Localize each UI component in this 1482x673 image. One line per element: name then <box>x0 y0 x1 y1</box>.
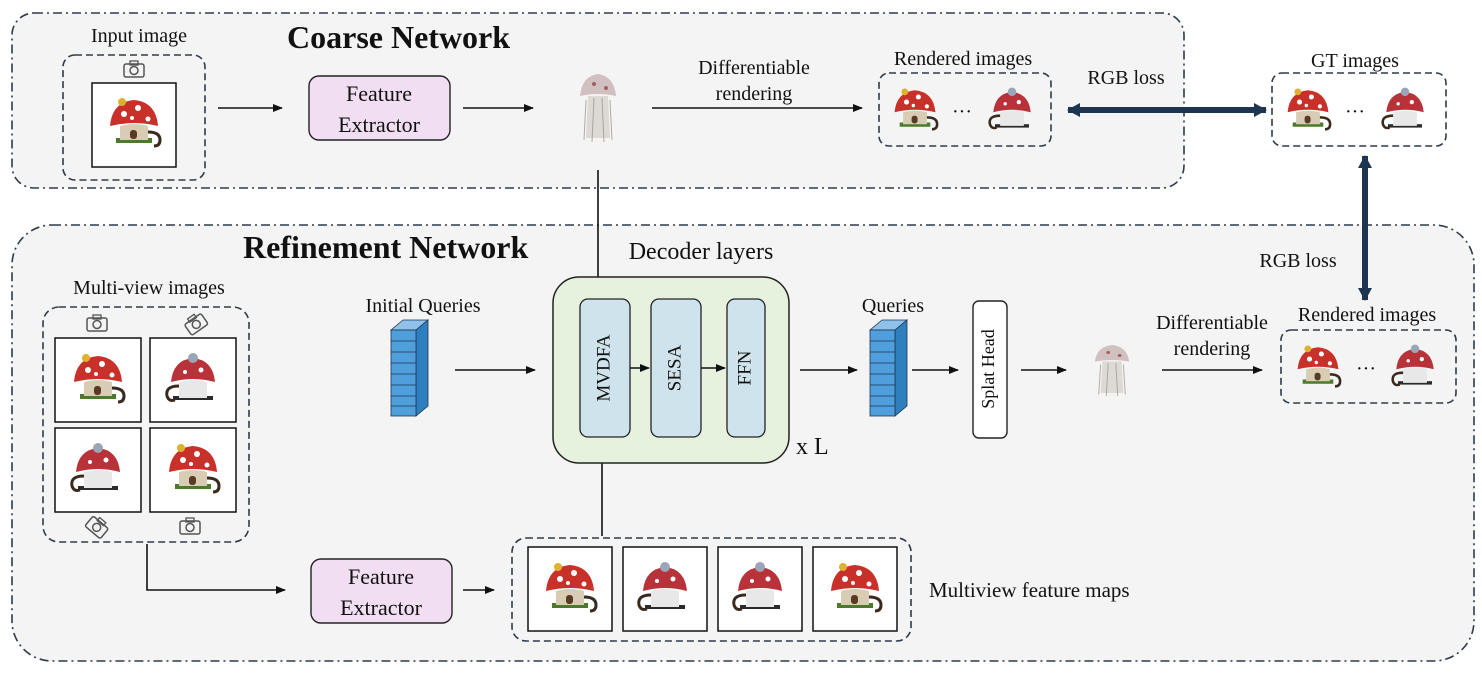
gt-images-label: GT images <box>1311 50 1399 72</box>
multiview-images-label: Multi-view images <box>73 277 225 299</box>
refinement-network-title: Refinement Network <box>243 229 528 265</box>
coarse-feature-extractor-line1: Feature <box>346 81 412 106</box>
sesa-label: SESA <box>664 344 685 391</box>
multiview-images-group <box>42 306 250 543</box>
coarse-rendered-images-group <box>878 72 1052 147</box>
coarse-rendered-images-label: Rendered images <box>894 48 1032 70</box>
coarse-rendered-ellipsis: ··· <box>952 101 972 123</box>
input-image-group <box>62 54 206 181</box>
refine-feature-extractor-line2: Extractor <box>340 595 423 620</box>
rgb-loss-side-label: RGB loss <box>1259 250 1336 272</box>
ffn-block <box>726 298 766 438</box>
queries-label: Queries <box>862 295 924 317</box>
refine-rendered-images-group <box>1280 329 1457 404</box>
initial-queries-icon <box>389 319 430 417</box>
coarse-network-title: Coarse Network <box>287 19 510 55</box>
decoder-layers-label: Decoder layers <box>629 239 774 265</box>
coarse-feature-extractor-line2: Extractor <box>338 112 421 137</box>
initial-queries-label: Initial Queries <box>366 295 481 317</box>
input-image-label: Input image <box>91 25 187 47</box>
coarse-diff-rendering-line1: Differentiable <box>698 57 810 79</box>
gt-ellipsis: ··· <box>1345 101 1365 123</box>
coarse-diff-rendering-line2: rendering <box>716 83 793 105</box>
refine-feature-extractor-line1: Feature <box>348 564 414 589</box>
splat-head-label: Splat Head <box>978 329 998 408</box>
gt-images-group <box>1271 72 1447 147</box>
arrow-multiview-to-extractor <box>146 544 286 594</box>
gt-image-1 <box>1286 87 1332 131</box>
splat-head-box <box>972 300 1008 439</box>
feature-maps-label: Multiview feature maps <box>929 578 1130 602</box>
mvdfa-label: MVDFA <box>593 334 614 401</box>
gt-image-2 <box>1381 86 1425 130</box>
ffn-label: FFN <box>734 350 755 385</box>
refine-diff-rendering-line2: rendering <box>1174 338 1251 360</box>
refine-rendered-images-label: Rendered images <box>1298 304 1436 326</box>
refine-rendered-ellipsis: ··· <box>1356 358 1376 380</box>
refine-feature-extractor-box <box>310 558 453 624</box>
feature-maps-group <box>511 537 912 642</box>
queries-icon <box>868 319 909 417</box>
refine-diff-rendering-line1: Differentiable <box>1156 312 1268 334</box>
coarse-feature-extractor-box <box>308 75 451 141</box>
repeat-label: x L <box>796 434 829 460</box>
rgb-loss-top-label: RGB loss <box>1087 67 1164 89</box>
